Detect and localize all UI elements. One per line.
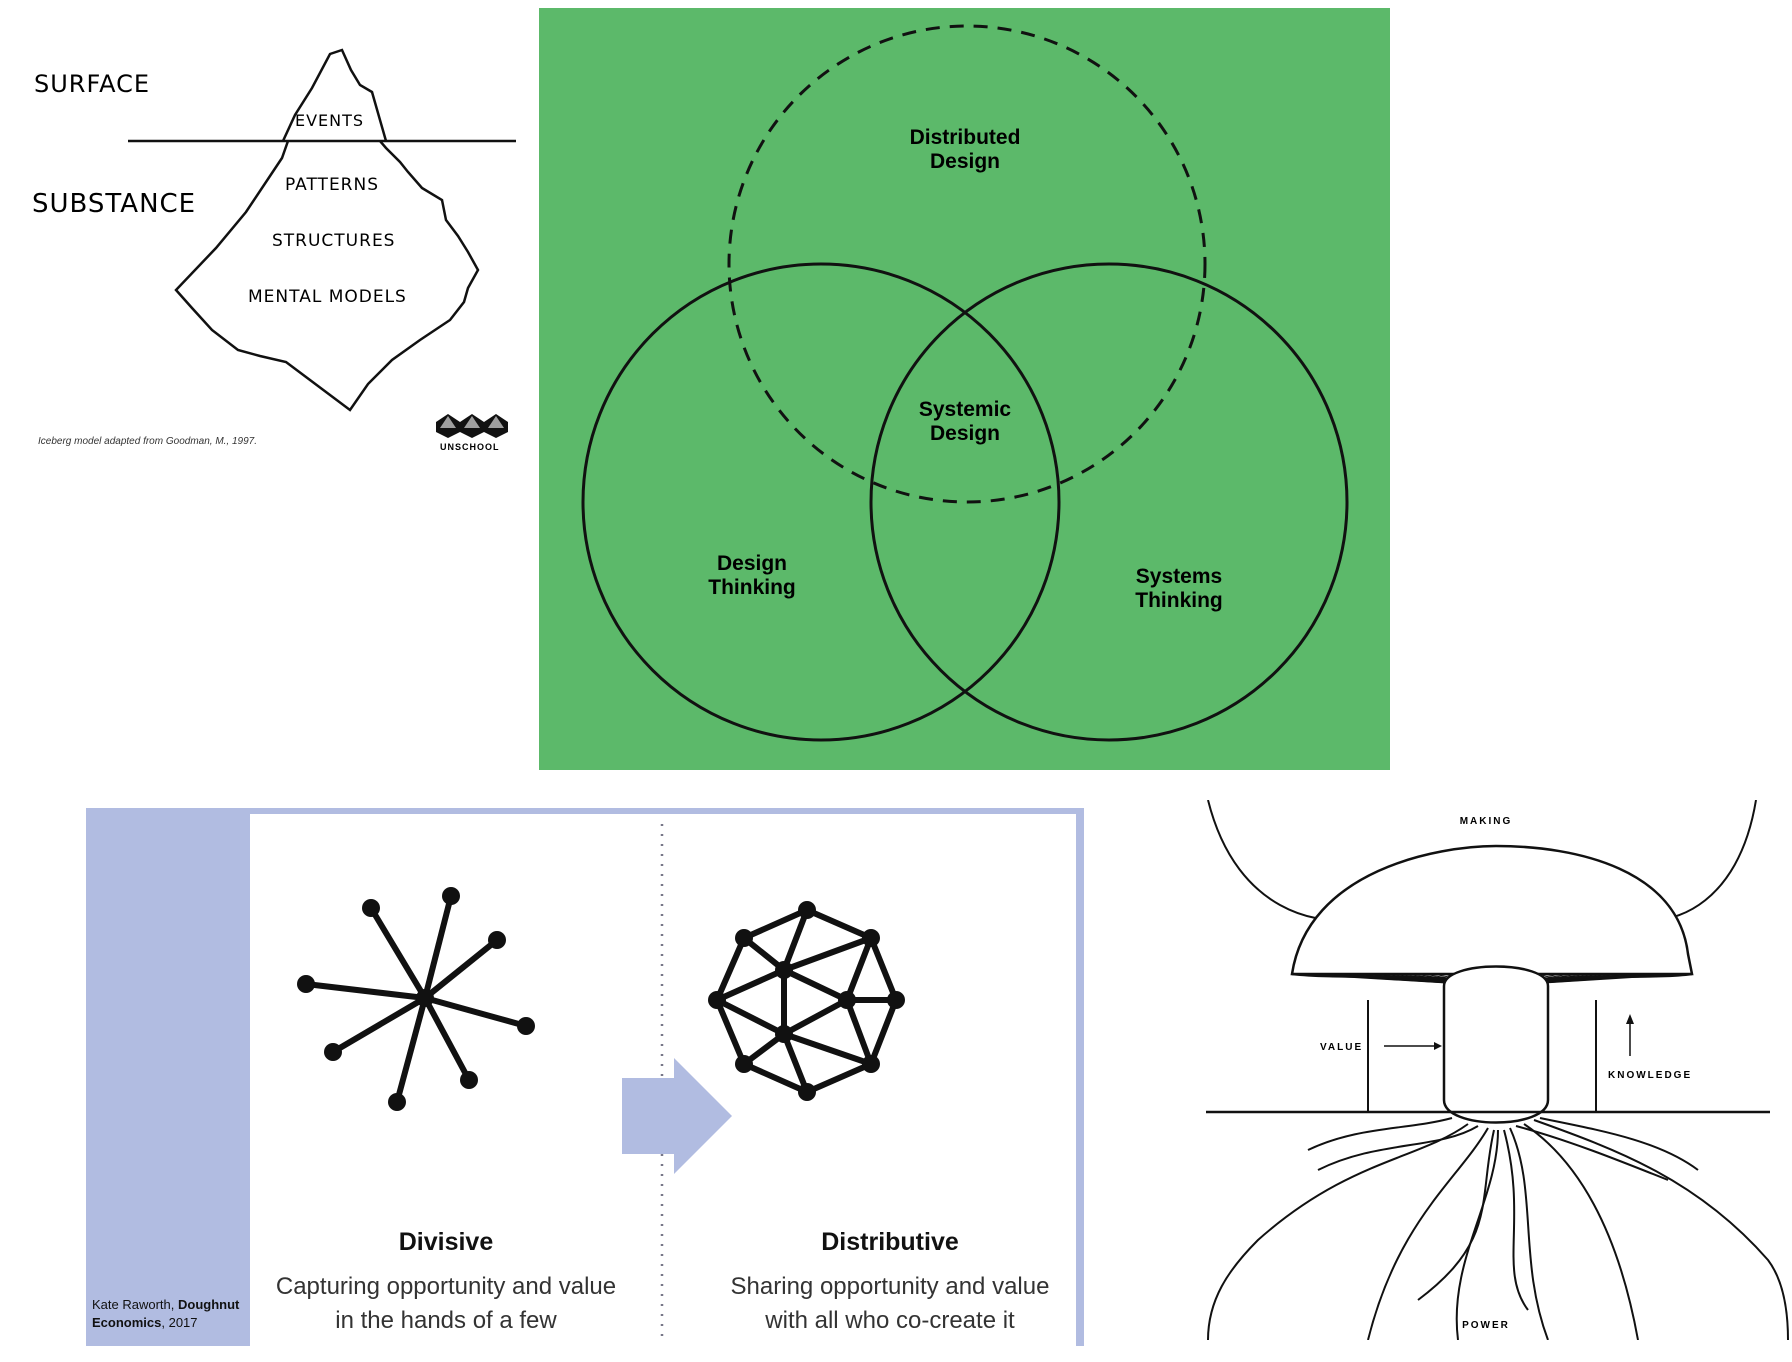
level-mental-models: MENTAL MODELS [248,287,407,307]
credit-author: Kate Raworth, [92,1297,178,1312]
distributive-desc-line1: Sharing opportunity and value [730,1273,1050,1300]
divisive-title: Divisive [398,1228,494,1256]
value-arrowhead [1434,1042,1442,1050]
label-value: VALUE [1320,1042,1363,1053]
mushroom-roots [1207,1117,1789,1341]
divisive-desc-line2: in the hands of a few [335,1307,557,1334]
outer-arc-right [1667,799,1757,919]
mushroom-stem [1442,965,1550,1124]
iceberg-diagram: SURFACE SUBSTANCE EVENTS PATTERNS STRUCT… [20,40,540,480]
mushroom-cap [1290,844,1694,976]
circle-distributed-design [727,24,1207,504]
outer-arc-left [1207,799,1335,921]
mushroom-svg: MAKING VALUE KNOWLEDGE POWER [1206,799,1789,1341]
doughnut-content: Divisive Capturing opportunity and value… [250,814,1076,1346]
distributive-title: Distributive [821,1228,959,1256]
label-knowledge: KNOWLEDGE [1608,1070,1692,1081]
doughnut-svg [297,824,905,1340]
distributive-desc-line2: with all who co-create it [765,1307,1015,1334]
level-events: EVENTS [295,111,364,130]
divisive-desc-line1: Capturing opportunity and value [275,1273,617,1300]
credit-title: Doughnut Economics [92,1297,240,1330]
unschool-logo-icon [436,414,508,438]
arrow-right-icon [622,1058,732,1174]
iceberg-body [174,140,480,412]
circle-design-thinking [581,262,1061,742]
divisive-network-icon [297,887,535,1111]
iceberg-tip [281,48,388,142]
surface-label: SURFACE [34,70,150,98]
stem-boundary-lines [1367,1000,1597,1112]
level-patterns: PATTERNS [285,175,379,195]
level-structures: STRUCTURES [272,231,395,251]
circle-systems-thinking [869,262,1349,742]
credit: Kate Raworth, Doughnut Economics, 2017 [92,1296,242,1332]
iceberg-svg: SURFACE SUBSTANCE EVENTS PATTERNS STRUCT… [32,48,516,452]
label-power: POWER [1462,1320,1510,1331]
distributive-network-icon [708,901,905,1101]
unschool-logo-text: UNSCHOOL [440,442,500,452]
credit-year: , 2017 [161,1315,198,1330]
iceberg-caption: Iceberg model adapted from Goodman, M., … [38,436,257,447]
doughnut-economics-diagram: Kate Raworth, Doughnut Economics, 2017 D… [86,808,1084,1346]
mushroom-diagram: MAKING VALUE KNOWLEDGE POWER [1198,799,1792,1341]
knowledge-arrowhead [1626,1014,1634,1024]
substance-label: SUBSTANCE [32,189,196,219]
label-making: MAKING [1460,816,1513,827]
